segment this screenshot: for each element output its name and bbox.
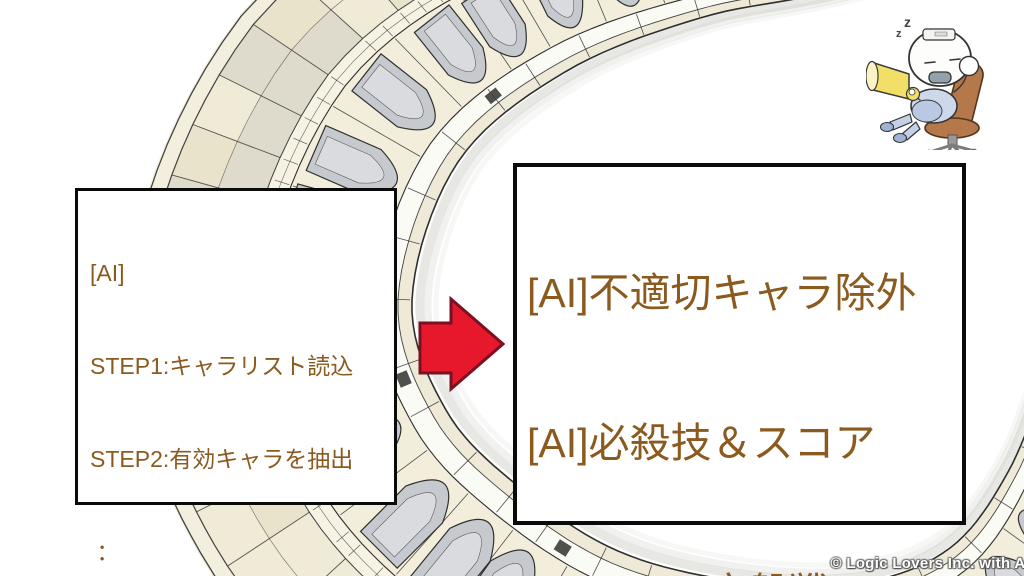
- step-line: STEP2:有効キャラを抽出: [90, 446, 354, 472]
- step-line: ：: [90, 539, 120, 565]
- chair-wheel: [971, 148, 977, 150]
- snore-text: z: [904, 14, 911, 30]
- robot-ear: [958, 55, 980, 77]
- robot-foot: [879, 121, 895, 133]
- phases-box: [AI]不適切キャラ除外 [AI]必殺技＆スコア [Program]序盤戦 [A…: [513, 163, 966, 576]
- flow-arrow-icon: [418, 295, 505, 393]
- robot-mouth: [928, 71, 952, 84]
- robot-foot: [892, 132, 908, 144]
- closed-eyes: [924, 58, 961, 64]
- phase-line: [Program]序盤戦: [527, 568, 962, 576]
- sleeping-robot-illustration: z z: [866, 14, 984, 150]
- copyright-text: © Logic Lovers Inc. with AI: [830, 555, 1024, 572]
- snore-text: z: [896, 28, 902, 40]
- robot-leg: [901, 121, 921, 141]
- phase-line: [AI]不適切キャラ除外: [527, 270, 917, 316]
- phase-line: [AI]必殺技＆スコア: [527, 420, 876, 466]
- megaphone-rim: [866, 60, 879, 92]
- hatch-handle: [934, 31, 948, 37]
- robot-leg: [889, 113, 913, 131]
- robot-thumb: [908, 88, 916, 96]
- robot-belly: [911, 99, 943, 123]
- step-line: STEP1:キャラリスト読込: [90, 353, 354, 379]
- step-line: [AI]: [90, 260, 125, 286]
- steps-box: [AI] STEP1:キャラリスト読込 STEP2:有効キャラを抽出 ： STE…: [75, 188, 397, 565]
- chair-base: [931, 143, 976, 150]
